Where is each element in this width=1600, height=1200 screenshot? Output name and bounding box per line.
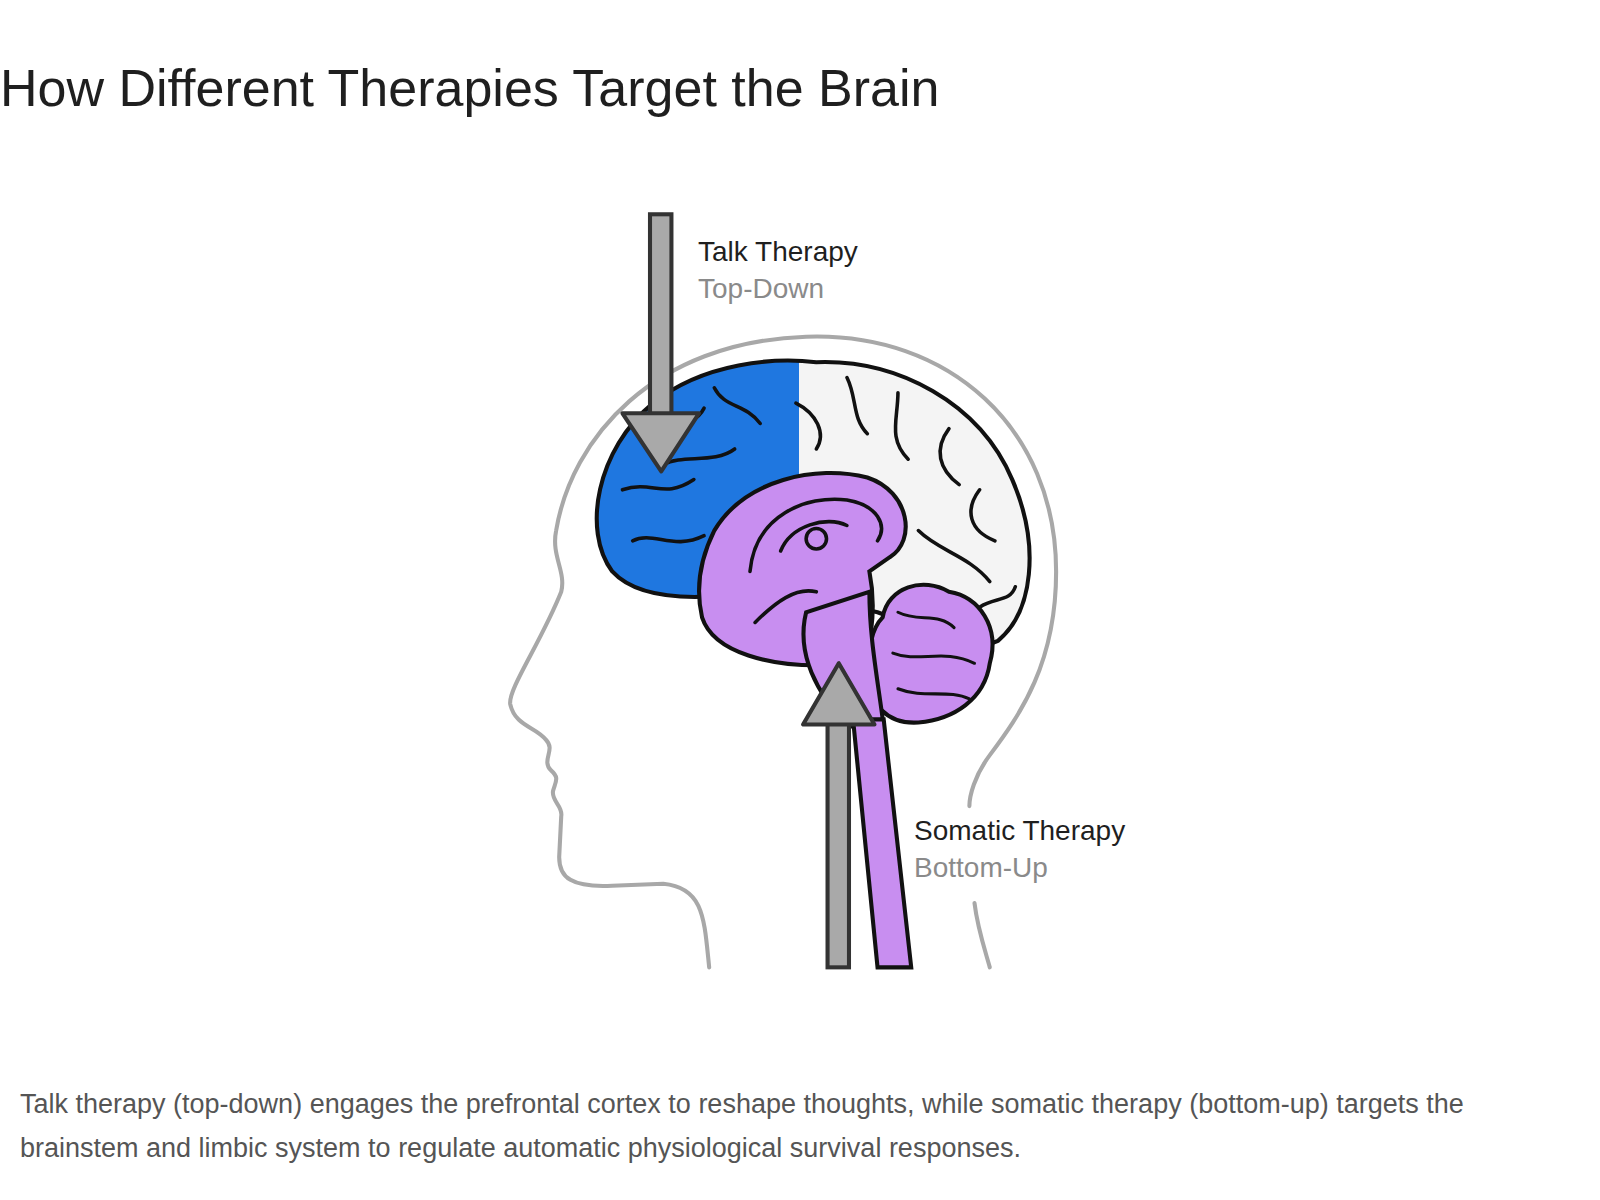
head-outline bbox=[510, 337, 1056, 968]
cerebellum-folds bbox=[893, 612, 975, 699]
direction-label: Top-Down bbox=[698, 273, 824, 305]
cerebellum bbox=[869, 585, 993, 723]
bottom-up-arrow bbox=[803, 663, 874, 967]
spinal-cord bbox=[853, 719, 911, 967]
brainstem bbox=[803, 592, 883, 727]
direction-label: Bottom-Up bbox=[914, 852, 1048, 884]
diagram-caption: Talk therapy (top-down) engages the pref… bbox=[20, 1082, 1585, 1170]
therapy-label: Talk Therapy bbox=[698, 236, 858, 268]
diagram-title: How Different Therapies Target the Brain bbox=[0, 58, 939, 118]
top-down-arrow bbox=[622, 214, 699, 471]
therapy-label: Somatic Therapy bbox=[914, 815, 1125, 847]
neck-outline bbox=[974, 903, 989, 967]
